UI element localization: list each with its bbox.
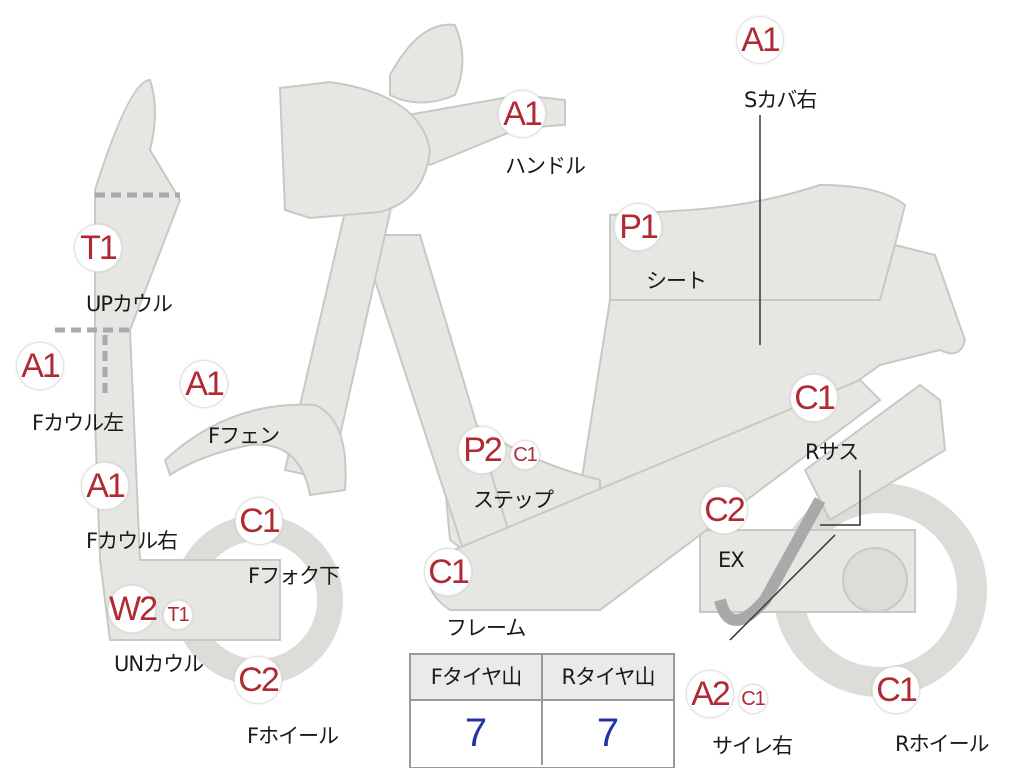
label-handle: ハンドル — [505, 154, 586, 178]
badge-seat: P1 — [614, 203, 662, 251]
label-silencer-right: サイレ右 — [712, 734, 793, 758]
badge-f-wheel: C2 — [234, 656, 282, 704]
seat-shape — [609, 183, 907, 301]
badge-f-fender: A1 — [180, 360, 228, 408]
handle-cover-shape — [278, 80, 432, 220]
label-f-cowl-right: Fカウル右 — [86, 529, 178, 553]
header-rear-tire: Rタイヤ山 — [543, 655, 673, 699]
header-front-tire: Fタイヤ山 — [411, 655, 541, 699]
badge-up-cowl: T1 — [74, 224, 122, 272]
badge-s-cover-right: A1 — [736, 16, 784, 64]
rear-shock-shape — [803, 383, 947, 522]
badge-un-cowl: W2 — [108, 585, 158, 633]
badge-f-cowl-right: A1 — [81, 462, 129, 510]
label-f-fork-lower: Fフォク下 — [248, 564, 340, 588]
badge-un-cowl-2: T1 — [163, 600, 193, 630]
label-step: ステップ — [473, 488, 554, 512]
label-f-fender: Fフェン — [208, 424, 280, 448]
label-frame: フレーム — [446, 616, 526, 640]
front-cowl-shape — [94, 78, 281, 641]
label-f-wheel: Fホイール — [247, 724, 339, 748]
badge-step-2: C1 — [510, 440, 540, 470]
badge-ex: C2 — [700, 486, 748, 534]
badge-silencer-right: A2 — [686, 670, 734, 718]
front-fender-shape — [163, 403, 347, 497]
value-front-tire: 7 — [464, 711, 488, 755]
label-up-cowl: UPカウル — [86, 292, 173, 316]
badge-frame: C1 — [424, 548, 472, 596]
badge-r-wheel: C1 — [872, 666, 920, 714]
badge-r-sus: C1 — [790, 374, 838, 422]
tire-tread-table: Fタイヤ山 Rタイヤ山 7 7 — [409, 653, 675, 768]
label-s-cover-right: Sカバ右 — [744, 88, 817, 112]
value-rear-tire: 7 — [596, 711, 620, 755]
table-divider-v — [541, 655, 543, 765]
label-un-cowl: UNカウル — [114, 652, 204, 676]
label-seat: シート — [646, 269, 707, 293]
badge-silencer-right-2: C1 — [738, 684, 768, 714]
label-r-sus: Rサス — [805, 440, 859, 464]
badge-f-fork-lower: C1 — [235, 497, 283, 545]
hub-shape — [842, 547, 908, 613]
label-f-cowl-left: Fカウル左 — [32, 411, 124, 435]
label-ex: EX — [718, 548, 745, 572]
label-r-wheel: Rホイール — [895, 732, 990, 756]
badge-step: P2 — [458, 426, 506, 474]
badge-handle: A1 — [498, 90, 546, 138]
badge-f-cowl-left: A1 — [16, 342, 64, 390]
frame-tube-shape — [358, 234, 522, 571]
mirror-shape — [389, 23, 464, 104]
